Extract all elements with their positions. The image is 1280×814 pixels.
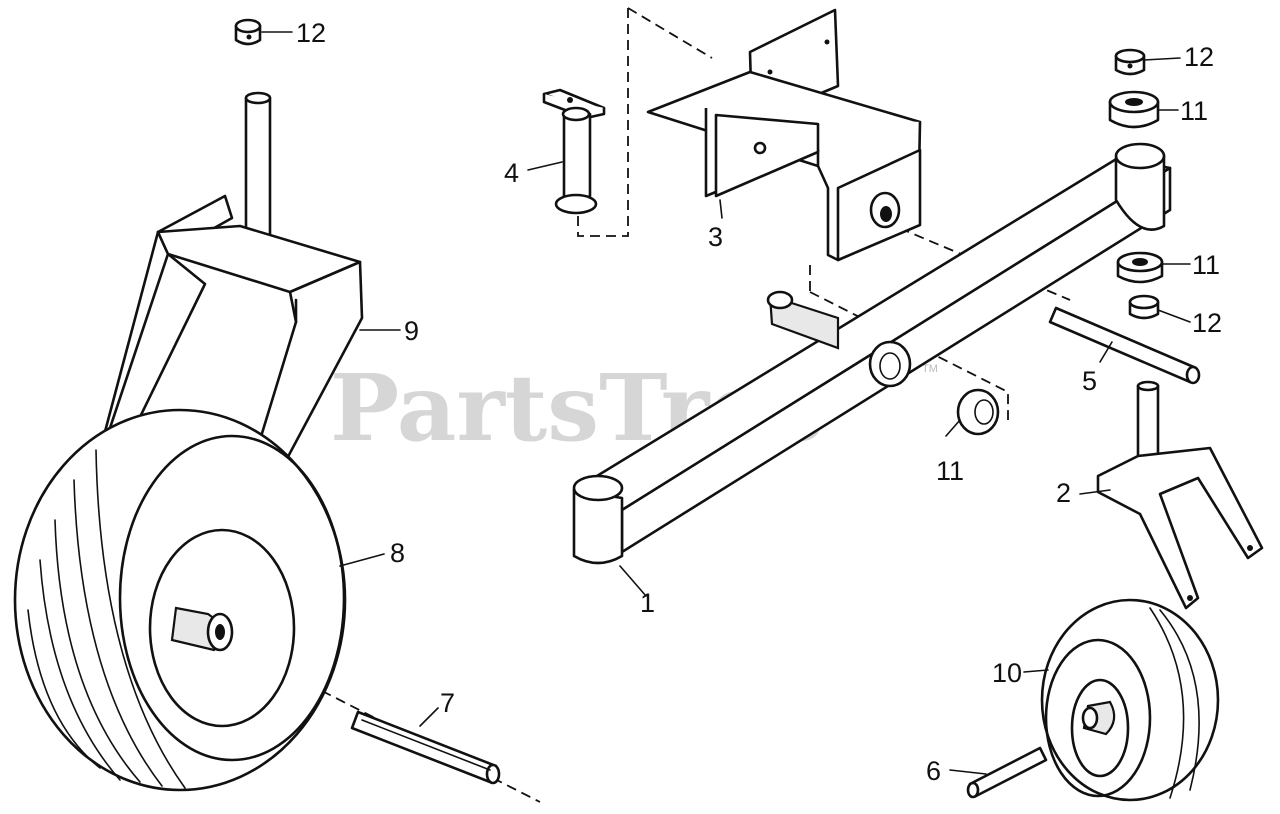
callout-11-mid-right: 11 <box>1192 250 1220 280</box>
callout-12-top-right: 12 <box>1184 42 1214 72</box>
callout-11-top-right: 11 <box>1180 96 1208 126</box>
callout-5: 5 <box>1082 366 1097 396</box>
callout-12-top-left: 12 <box>296 18 326 48</box>
callout-11-center: 11 <box>936 456 964 486</box>
part-11-bushings <box>956 90 1164 436</box>
callout-6: 6 <box>926 756 941 786</box>
part-12-collars-right <box>1114 48 1160 320</box>
part-3-mounting-bracket <box>646 8 922 262</box>
part-12-collar-left <box>234 18 262 46</box>
part-8-large-wheel <box>13 408 347 792</box>
callout-7: 7 <box>440 688 455 718</box>
part-5-pivot-pin <box>1048 306 1201 385</box>
callout-8: 8 <box>390 538 405 568</box>
callout-9: 9 <box>404 316 419 346</box>
callout-12-mid-right: 12 <box>1192 308 1222 338</box>
part-4-pin <box>542 88 606 215</box>
part-2-small-fork <box>1096 380 1264 610</box>
callout-3: 3 <box>708 222 723 252</box>
part-7-axle-bolt <box>350 710 501 785</box>
part-10-small-wheel <box>1040 598 1220 802</box>
watermark-tm: TM <box>922 363 938 375</box>
callout-10: 10 <box>992 658 1022 688</box>
callout-2: 2 <box>1056 478 1071 508</box>
callout-1: 1 <box>640 588 655 618</box>
leader-lines <box>261 31 1191 775</box>
callout-4: 4 <box>504 158 519 188</box>
part-6-axle-pin <box>966 746 1048 799</box>
part-1-axle-beam <box>572 142 1172 565</box>
